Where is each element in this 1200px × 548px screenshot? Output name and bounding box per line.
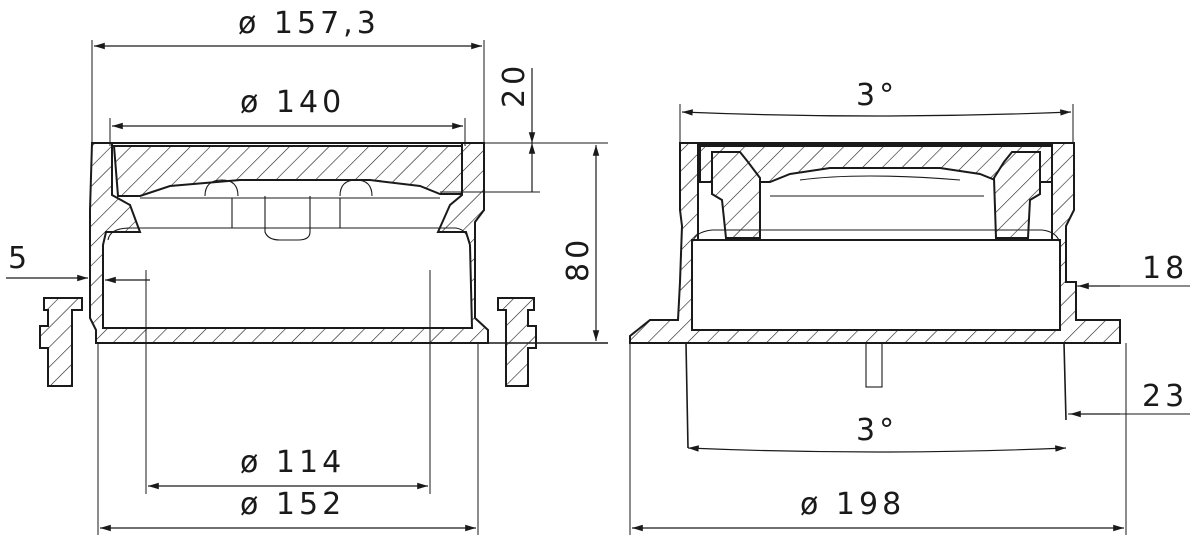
right-bolt-right [992,151,1041,239]
dim-height-label: 80 [561,236,596,282]
left-clamp-right [497,297,537,387]
left-frame-body [89,142,489,344]
dim-grate-diameter-label: ø 140 [240,85,345,120]
dim-outer-diameter-label: ø 198 [800,487,905,522]
left-section-view: ø 157,3 ø 140 20 80 5 ø 114 ø 152 [6,6,608,535]
left-clamp-left [39,297,83,387]
left-grate [112,145,463,197]
left-bulb-2 [339,179,373,197]
right-drain-pin [865,342,883,388]
dim-top-diameter-label: ø 157,3 [238,6,380,41]
dim-wall-label: 5 [8,241,31,276]
dim-base-diameter-label: ø 152 [240,487,345,522]
dim-inner-diameter-label: ø 114 [240,445,345,480]
right-side-view: 3° 3° 18 23 ø 198 [629,78,1190,535]
right-bolt-left [711,151,761,239]
dim-grate-depth-label: 20 [497,62,532,108]
dim-flange-label: 18 [1142,251,1188,286]
left-bulb-1 [204,179,239,197]
dim-skirt-label: 23 [1142,379,1188,414]
dim-top-angle-label: 3° [856,78,898,113]
left-stem [264,196,311,241]
left-chamber [107,227,471,246]
dim-bottom-angle-label: 3° [856,413,898,448]
